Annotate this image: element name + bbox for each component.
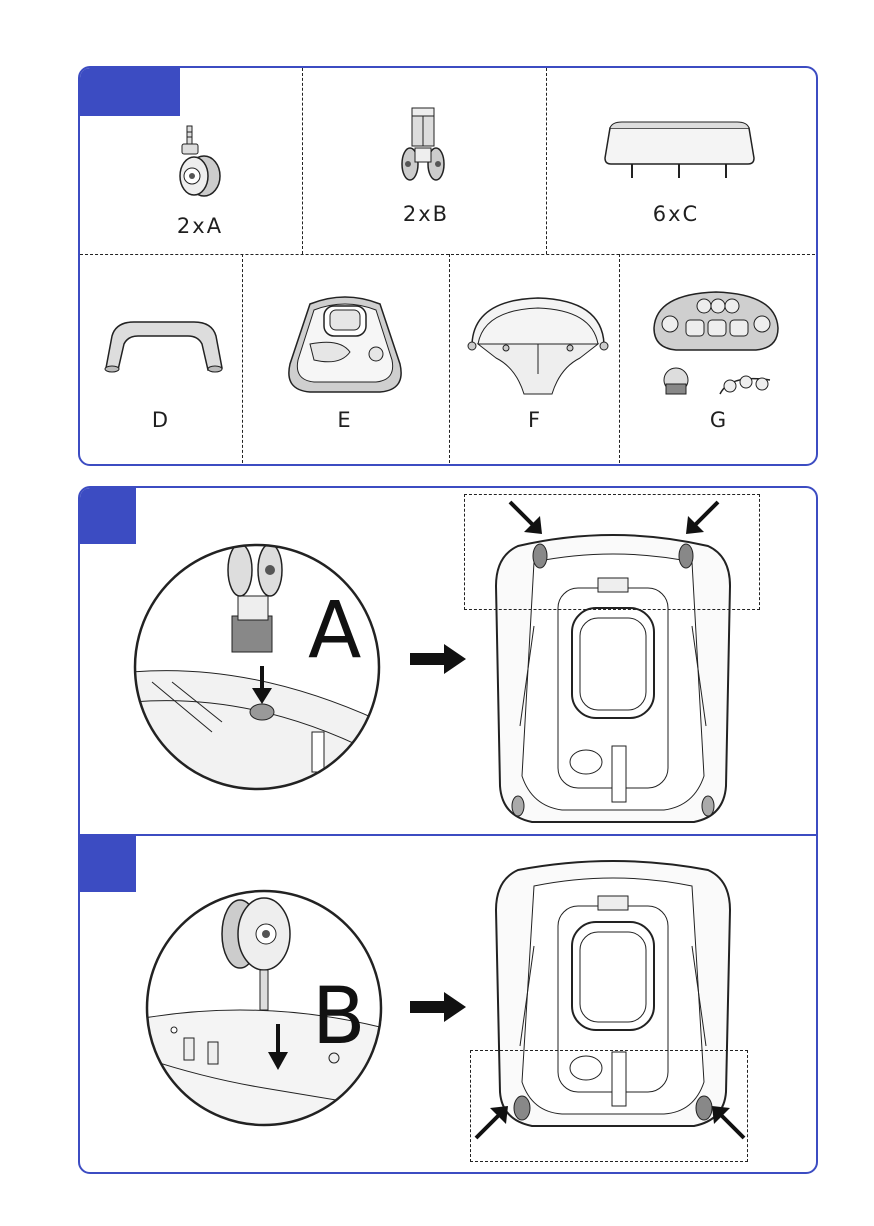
step-divider	[80, 834, 818, 836]
divider	[302, 68, 303, 254]
arrow-right-icon	[410, 992, 466, 1022]
steps-panel: A	[78, 486, 818, 1174]
part-f-label: F	[514, 408, 554, 432]
step-2-tab	[80, 836, 136, 892]
arrow-right-icon	[410, 644, 466, 674]
part-a-label: 2xA	[160, 214, 240, 238]
arrow-up-left-icon	[710, 1104, 746, 1140]
highlight-box	[470, 1050, 748, 1162]
caster-wheel-b-illustration	[398, 108, 448, 188]
walker-base-e-illustration	[280, 294, 410, 398]
divider	[619, 254, 620, 466]
part-d-label: D	[140, 408, 180, 432]
part-c-label: 6xC	[636, 202, 716, 226]
arrow-up-right-icon	[474, 1104, 510, 1140]
parts-step-tab	[80, 68, 180, 116]
arrow-down-left-icon	[684, 500, 720, 536]
handle-d-illustration	[98, 316, 228, 376]
divider	[546, 68, 547, 254]
step-letter-a: A	[308, 586, 361, 676]
step-1-tab	[80, 488, 136, 544]
part-e-label: E	[324, 408, 364, 432]
divider	[449, 254, 450, 466]
parts-panel: 2xA 2xB 6xC D E	[78, 66, 818, 466]
part-b-label: 2xB	[386, 202, 466, 226]
part-g-label: G	[698, 408, 738, 432]
caster-wheel-a-illustration	[170, 126, 230, 206]
divider	[242, 254, 243, 466]
seat-f-illustration	[464, 294, 612, 398]
stopper-c-illustration	[602, 120, 757, 182]
step-letter-b: B	[312, 972, 366, 1062]
toy-tray-g-illustration	[646, 288, 786, 404]
arrow-down-right-icon	[508, 500, 544, 536]
